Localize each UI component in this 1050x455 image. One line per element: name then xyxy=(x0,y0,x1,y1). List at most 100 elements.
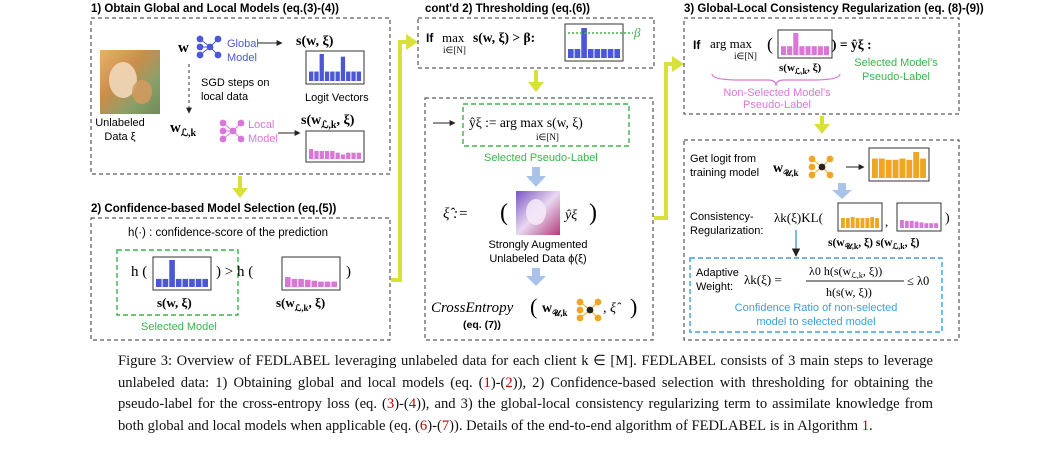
panel3-logit-box xyxy=(777,29,833,59)
logit-bar xyxy=(324,281,331,287)
logit-bar xyxy=(781,46,787,55)
logit-bar xyxy=(581,28,587,58)
logit-bar xyxy=(309,149,314,159)
non-selected-label: Non-Selected Model's xyxy=(723,87,831,99)
logit-bar xyxy=(156,278,162,287)
logit-bar xyxy=(335,152,340,159)
logit-bar xyxy=(162,278,169,287)
logit-bar xyxy=(899,158,906,178)
training-network-icon-2 xyxy=(808,155,834,179)
global-model-label-2: Model xyxy=(227,52,257,64)
logit-bar xyxy=(330,150,335,159)
close-paren-2: ) xyxy=(346,264,351,280)
logit-bar xyxy=(189,278,195,287)
light-blue-arrow-1 xyxy=(526,167,546,187)
logit-bar xyxy=(614,49,621,58)
logit-bar xyxy=(904,220,909,228)
logit-bar xyxy=(607,49,614,58)
logit-bar xyxy=(324,71,330,81)
ref-eq7[interactable]: 7 xyxy=(441,417,450,434)
ref-eq1[interactable]: 1 xyxy=(483,374,491,391)
figure-caption: Figure 3: Overview of FEDLABEL leveragin… xyxy=(118,353,933,434)
pink-small-box xyxy=(896,202,942,232)
logit-bar xyxy=(311,280,318,287)
logit-bar xyxy=(865,218,870,228)
sgd-label: SGD steps on xyxy=(201,77,269,89)
h-definition: h(·) : confidence-score of the predictio… xyxy=(128,227,328,239)
logit-bar xyxy=(875,218,880,228)
w-u-consistency: w𝒰,k xyxy=(773,161,798,178)
global-conf-logit-bars xyxy=(156,260,209,287)
panel3-title: 3) Global-Local Consistency Regularizati… xyxy=(684,3,984,15)
logit-bar xyxy=(587,49,594,58)
consistency-box xyxy=(683,139,960,341)
logit-bar xyxy=(841,218,845,228)
ref-algorithm-1[interactable]: 1 xyxy=(861,417,870,434)
ratio-numerator: λ0 h(s(wℒ,k, ξ)) xyxy=(809,264,882,280)
global-model-label: Global xyxy=(227,38,259,50)
selected-pl-label: Selected Model's xyxy=(854,57,938,69)
adaptive-weight-box xyxy=(689,257,943,333)
lambda-kl: λk(ξ)KL( xyxy=(774,210,823,225)
lambda-eq: λk(ξ) = xyxy=(744,272,782,287)
logit-bar xyxy=(291,278,298,287)
s-local-label: s(wℒ,k, ξ) xyxy=(301,113,355,131)
global-conf-logit-box xyxy=(152,256,212,291)
logit-bar xyxy=(340,154,346,159)
logit-bar xyxy=(892,159,899,178)
threshold-box xyxy=(417,17,655,69)
threshold-logit-box xyxy=(564,23,624,62)
logit-bar xyxy=(900,220,904,228)
ce-paren-open: ( xyxy=(530,294,537,319)
orange-small-box xyxy=(837,202,883,232)
logit-bar xyxy=(285,277,291,287)
logit-bar xyxy=(934,223,939,228)
consistency-label: Consistency- xyxy=(690,211,754,223)
kl-comma: , xyxy=(885,214,888,229)
threshold-title: cont'd 2) Thresholding (eq.(6)) xyxy=(425,3,590,15)
yellow-connector-2 xyxy=(654,56,684,220)
logit-bar xyxy=(855,218,860,228)
logit-bar xyxy=(845,218,850,228)
unlabeled-data-label: Unlabeled xyxy=(95,117,145,129)
le-lambda0: ≤ λ0 xyxy=(907,274,929,288)
local-conf-logit-box xyxy=(281,256,341,291)
global-network-icon xyxy=(196,35,222,59)
logit-bar xyxy=(175,278,182,287)
logit-bar xyxy=(793,33,799,55)
paren-open-xi: ( xyxy=(500,200,508,226)
yhat-argmax-sub: i∈[N] xyxy=(536,132,559,142)
logit-bar xyxy=(318,281,324,287)
sgd-label-2: local data xyxy=(201,91,249,103)
logit-bar xyxy=(304,279,311,287)
selected-pseudo-label: Selected Pseudo-Label xyxy=(484,152,598,164)
logit-bar xyxy=(811,46,817,55)
yhat-def: ŷξ := arg max s(w, ξ) xyxy=(469,115,583,130)
panel3-s-local: s(wℒ,k, ξ) xyxy=(779,62,822,76)
ratio-denominator: h(s(w, ξ)) xyxy=(826,285,872,299)
ref-eq2[interactable]: 2 xyxy=(505,374,513,391)
ce-xi-hat: , ξ̂ xyxy=(603,301,622,316)
panel1-title: 1) Obtain Global and Local Models (eq.(3… xyxy=(91,3,339,15)
logit-bar xyxy=(351,71,356,81)
logit-bar xyxy=(568,49,574,58)
ref-eq3[interactable]: 3 xyxy=(386,396,395,412)
h-open-1: h ( xyxy=(131,264,147,280)
logit-bar xyxy=(601,49,607,58)
logit-bar xyxy=(309,71,314,81)
logit-bar xyxy=(314,71,319,81)
logit-bar xyxy=(169,260,175,287)
logit-bar xyxy=(817,46,823,55)
logit-bar xyxy=(195,278,202,287)
panel1-box xyxy=(90,17,391,175)
yellow-arrow-down-3 xyxy=(814,116,830,134)
logit-bar xyxy=(823,46,830,55)
logit-bar xyxy=(314,150,319,159)
ref-eq6[interactable]: 6 xyxy=(419,417,428,434)
panel2-box xyxy=(90,217,391,341)
ref-eq4[interactable]: 4 xyxy=(408,396,417,412)
eq7-label: (eq. (7)) xyxy=(463,319,501,331)
panel3-if: If xyxy=(693,38,701,52)
threshold-logit-bars xyxy=(568,28,621,58)
logit-bar xyxy=(319,150,324,159)
